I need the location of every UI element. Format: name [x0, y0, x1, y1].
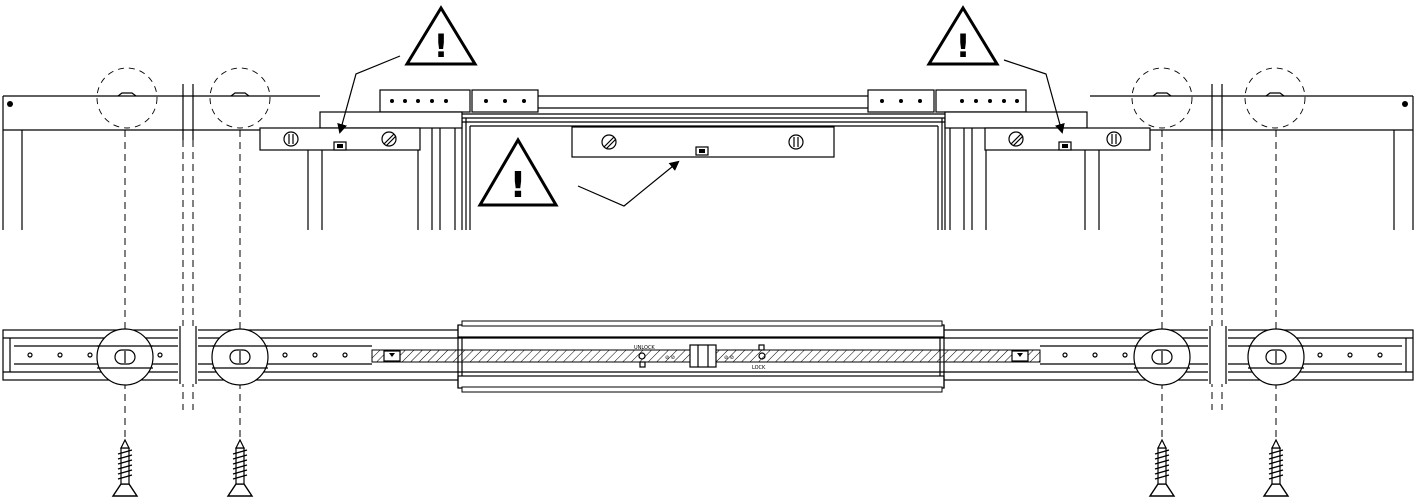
detail-circle: [96, 67, 158, 129]
detail-circle: [1244, 67, 1306, 129]
warning-triangle-icon: [926, 5, 1000, 66]
warning-right: !: [926, 5, 1065, 134]
screw-icon: [1262, 438, 1290, 497]
screw-icon: [1148, 438, 1176, 497]
center-header: [462, 89, 945, 230]
top-frame: [2, 67, 1414, 230]
svg-text:⊘ ⊘: ⊘ ⊘: [724, 355, 734, 361]
warning-symbol: !: [510, 165, 526, 206]
left-cabinet-frame: [2, 84, 471, 230]
warning-symbol: !: [956, 27, 971, 65]
alignment-lines: [124, 130, 1277, 440]
warning-center: !: [477, 137, 680, 207]
detail-circle: [1131, 67, 1193, 129]
rail-mount-points: [96, 328, 1305, 386]
rail-marking-unlock: UNLOCK: [634, 345, 655, 351]
rail-marking-lock: LOCK: [752, 365, 766, 371]
svg-text:⊘ ⊘: ⊘ ⊘: [665, 355, 675, 361]
corner-rivet-icon: [7, 101, 13, 107]
screw-icon: [111, 438, 139, 497]
warning-left: !: [337, 5, 478, 134]
corner-rivet-icon: [1402, 101, 1408, 107]
screw-set: [111, 438, 1290, 497]
bottom-rail: UNLOCK LOCK ⊘ ⊘ ⊘ ⊘: [2, 320, 1414, 393]
center-housing-top: [457, 324, 945, 338]
warning-symbol: !: [434, 27, 449, 65]
detail-circle: [209, 67, 271, 129]
right-cabinet-frame: [935, 84, 1414, 230]
left-plate-screw-icon: [283, 131, 299, 147]
center-lock-block: [689, 344, 717, 368]
rail-holes: [27, 352, 1383, 358]
center-housing-bottom: [457, 375, 945, 389]
screw-icon: [226, 438, 254, 497]
warning-triangle-icon: [477, 137, 559, 207]
